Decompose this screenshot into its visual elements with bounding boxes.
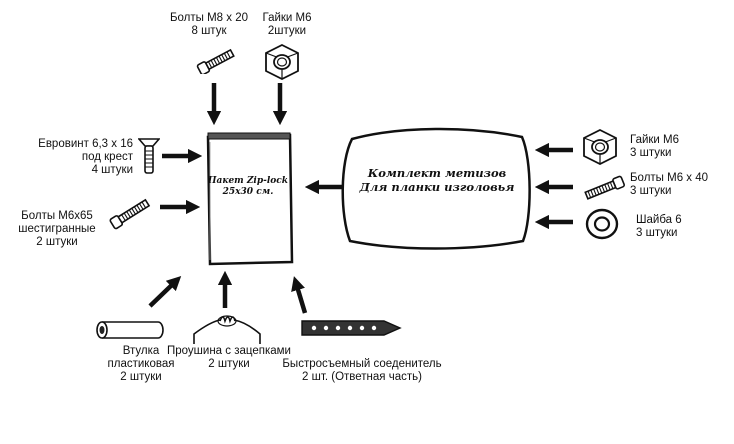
label-eurovint-line1: Евровинт 6,3 х 16 [38, 138, 133, 150]
label-eurovint-line3: 4 штуки [91, 164, 133, 176]
label-connector: Быстросъемный соеденитель 2 шт. (Ответна… [282, 358, 441, 384]
label-nuts-top-line1: Гайки М6 [262, 12, 312, 24]
label-bolts-m8-line1: Болты М8 х 20 [169, 12, 249, 24]
label-bolts-m6x40: Болты М6 х 40 3 штуки [630, 172, 708, 198]
label-nuts-right-line1: Гайки М6 [630, 134, 680, 146]
bag-label: Пакет Zip-lock 25х30 см. [205, 176, 291, 198]
label-washer: Шайба 6 3 штуки [636, 214, 682, 240]
label-eurovint-line2: под крест [81, 151, 133, 163]
kit-label-line1: Комплект метизов [367, 166, 507, 180]
hex-nut-icon [265, 43, 299, 81]
spring-eyelet-icon [193, 315, 261, 344]
label-bolts-m6x40-line2: 3 штуки [630, 185, 672, 197]
label-bolts-m6x65-line3: 2 штуки [36, 236, 78, 248]
label-connector-line2: 2 шт. (Ответная часть) [302, 371, 422, 383]
label-nuts-top: Гайки М6 2штуки [262, 12, 311, 38]
countersunk-screw-icon [138, 138, 160, 174]
bolt-icon [109, 198, 151, 230]
ziplock-bag [206, 132, 294, 266]
label-nuts-top-line2: 2штуки [267, 25, 307, 37]
bag-label-line1: Пакет Zip-lock [208, 176, 288, 186]
label-nuts-right: Гайки М6 3 штуки [630, 134, 679, 160]
kit-cushion-shape [341, 127, 531, 250]
label-eurovint: Евровинт 6,3 х 16 под крест 4 штуки [38, 138, 133, 177]
label-washer-line1: Шайба 6 [636, 214, 682, 226]
label-sleeve-line1: Втулка [122, 345, 160, 357]
bag-label-line2: 25х30 см. [222, 187, 274, 197]
label-eyelet-line2: 2 штуки [208, 358, 250, 370]
label-connector-line1: Быстросъемный соеденитель [282, 358, 442, 370]
label-bolts-m8: Болты М8 х 20 8 штук [170, 12, 248, 38]
kit-label-line2: Для планки изголовья [359, 180, 515, 194]
label-eyelet-line1: Проушина с зацепками [167, 345, 291, 357]
bolt-icon [584, 175, 625, 200]
label-eyelet: Проушина с зацепками 2 штуки [167, 345, 291, 371]
hex-nut-icon [583, 128, 617, 166]
kit-label: Комплект метизов Для планки изголовья [352, 166, 522, 194]
label-bolts-m8-line2: 8 штук [191, 25, 227, 37]
arrow-connector [291, 276, 308, 314]
bolt-icon [196, 48, 235, 74]
label-sleeve: Втулка пластиковая 2 штуки [108, 345, 175, 384]
label-bolts-m6x65-line1: Болты М6х65 [21, 210, 93, 222]
plastic-sleeve-icon [96, 321, 164, 339]
label-sleeve-line3: 2 штуки [120, 371, 162, 383]
label-bolts-m6x65-line2: шестигранные [18, 223, 96, 235]
label-bolts-m6x65: Болты М6х65 шестигранные 2 штуки [18, 210, 95, 249]
arrow-sleeve [148, 276, 182, 308]
washer-icon [585, 208, 619, 240]
label-sleeve-line2: пластиковая [107, 358, 175, 370]
quick-connector-icon [301, 320, 402, 336]
label-bolts-m6x40-line1: Болты М6 х 40 [630, 172, 709, 184]
label-washer-line2: 3 штуки [636, 227, 678, 239]
label-nuts-right-line2: 3 штуки [630, 147, 672, 159]
